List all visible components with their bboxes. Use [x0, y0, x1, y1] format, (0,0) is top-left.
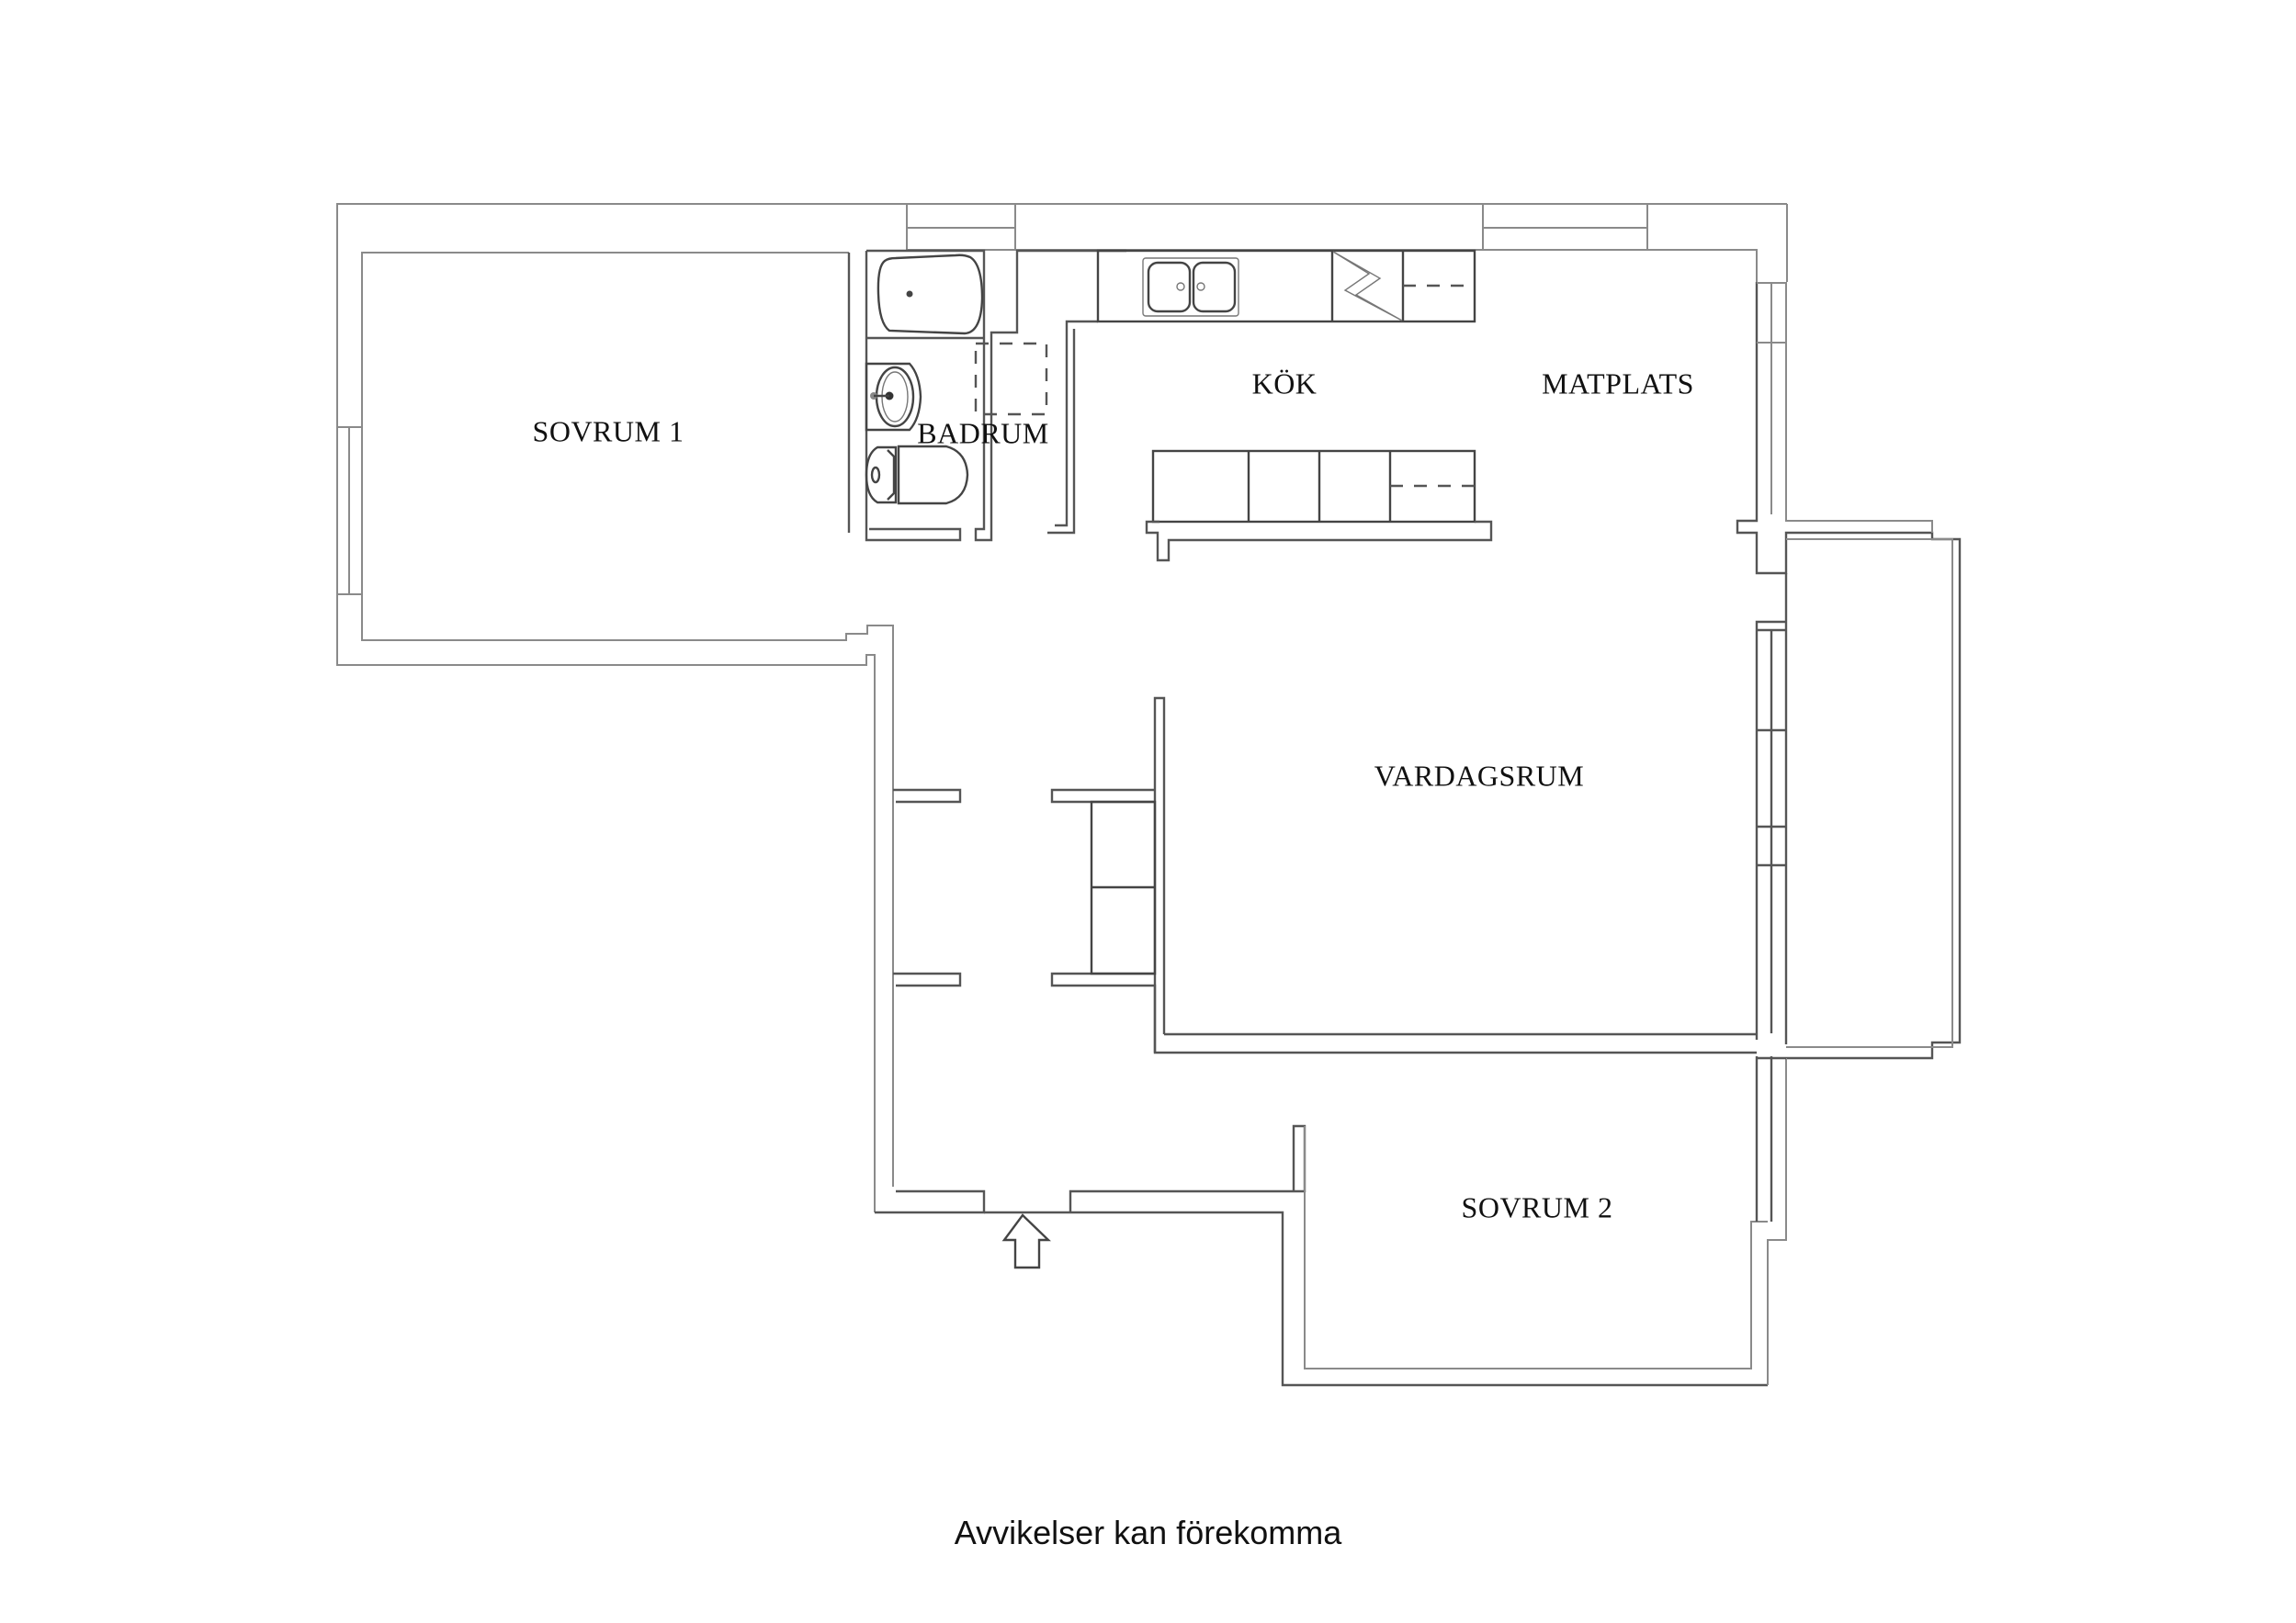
room-label-vardagsrum: VARDAGSRUM — [1374, 759, 1585, 793]
washing-machine-space — [974, 342, 1048, 416]
kitchen-walls — [1047, 320, 1098, 535]
room-label-sovrum-2: SOVRUM 2 — [1461, 1190, 1613, 1224]
hall-walls — [875, 788, 1768, 1387]
double-sink-icon — [1142, 257, 1239, 317]
sovrum-1-walls — [336, 203, 907, 1212]
window-matplats — [1482, 203, 1648, 251]
window-badrum — [906, 203, 1016, 251]
room-label-sovrum-1: SOVRUM 1 — [532, 414, 684, 448]
badrum-walls — [865, 249, 1126, 542]
disclaimer-text: Avvikelser kan förekomma — [954, 1514, 1342, 1551]
window-sovrum-1 — [337, 426, 362, 595]
balcony-door — [1755, 620, 1786, 1040]
entrance-arrow-icon — [1001, 1213, 1051, 1269]
right-facade — [1736, 282, 1962, 1060]
room-label-matplats: MATPLATS — [1542, 366, 1694, 400]
room-label-badrum: BADRUM — [917, 416, 1049, 450]
stove-icon — [1332, 251, 1403, 321]
room-label-kok: KÖK — [1251, 366, 1318, 400]
vardagsrum-walls — [1153, 696, 1757, 1054]
window-sovrum-2 — [1755, 1056, 1786, 1222]
toilet-icon — [865, 445, 969, 505]
window-matplats-side — [1757, 282, 1786, 514]
top-facade — [337, 203, 1788, 282]
washbasin-icon — [865, 362, 922, 432]
sovrum-2-walls — [1304, 1056, 1787, 1385]
bathtub-icon — [877, 254, 984, 335]
kitchen-cabinets-lower — [1145, 449, 1493, 562]
